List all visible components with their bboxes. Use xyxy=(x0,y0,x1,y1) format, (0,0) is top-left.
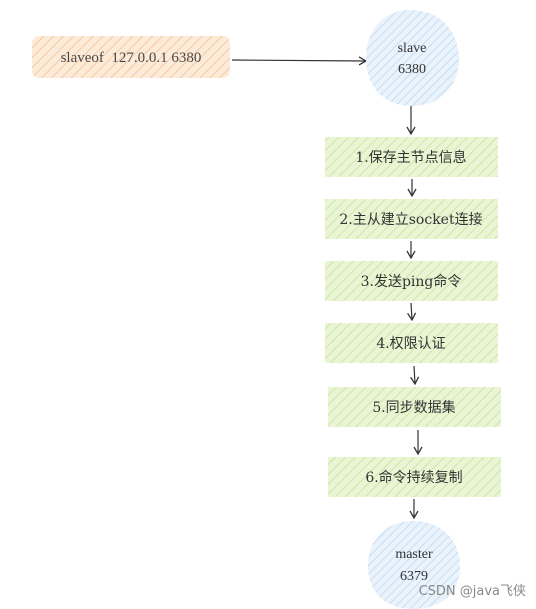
step-3-label: 3.发送ping命令 xyxy=(361,273,462,290)
master-node: master 6379 xyxy=(368,521,460,609)
master-node-shape xyxy=(368,521,460,609)
step-1-box: 1.保存主节点信息 xyxy=(325,137,498,177)
step4-to-step5-arrow xyxy=(410,365,420,386)
step-6-label: 6.命令持续复制 xyxy=(365,469,462,486)
step-5-box: 5.同步数据集 xyxy=(328,387,501,427)
step-2-box: 2.主从建立socket连接 xyxy=(325,199,498,239)
slave-node-shape xyxy=(366,9,459,106)
step-5-label: 5.同步数据集 xyxy=(372,399,455,416)
slave-node-port: 6380 xyxy=(398,62,426,77)
step-6-box: 6.命令持续复制 xyxy=(328,457,501,497)
slaveof-command-box: slaveof 127.0.0.1 6380 xyxy=(32,36,230,78)
master-node-label: master xyxy=(395,547,433,562)
step3-to-step4-arrow xyxy=(407,302,417,322)
step-4-box: 4.权限认证 xyxy=(325,323,498,363)
master-node-port: 6379 xyxy=(400,569,428,584)
step-2-label: 2.主从建立socket连接 xyxy=(339,211,482,228)
slaveof-command-label: slaveof 127.0.0.1 6380 xyxy=(61,50,202,66)
slave-node-label: slave xyxy=(398,41,427,56)
step-3-box: 3.发送ping命令 xyxy=(325,261,498,301)
slave-node: slave 6380 xyxy=(366,9,459,106)
csdn-watermark: CSDN @java飞侠 xyxy=(418,584,526,599)
command-to-slave-arrow xyxy=(231,56,368,66)
step-1-label: 1.保存主节点信息 xyxy=(355,149,466,166)
step-4-label: 4.权限认证 xyxy=(376,336,445,352)
